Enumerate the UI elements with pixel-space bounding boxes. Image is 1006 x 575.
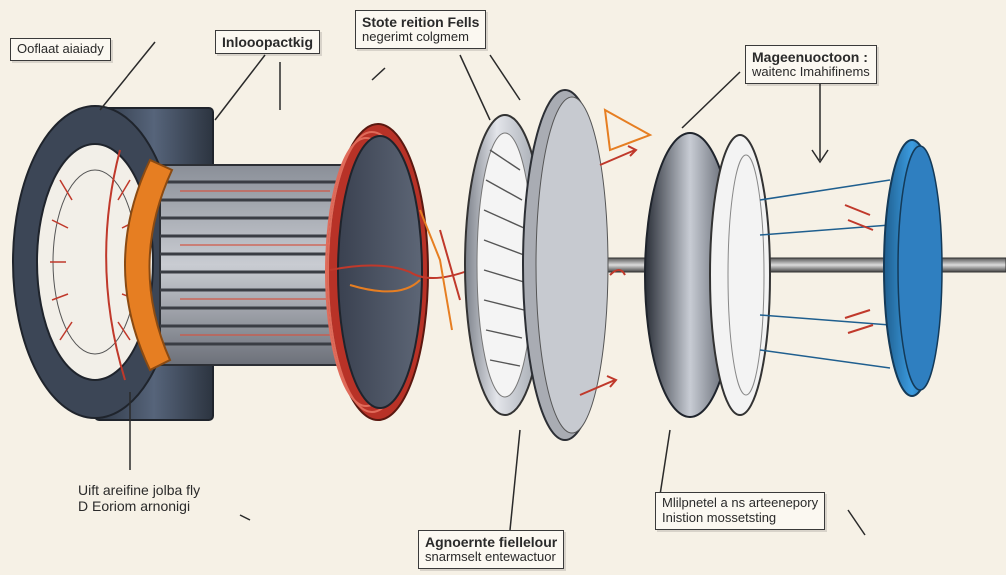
label-top-center: Stote reition Fells negerimt colgmem — [355, 10, 487, 50]
label-top-left-text: Ooflaat aiaiady — [17, 41, 104, 56]
label-top-left: Ooflaat aiaiady — [10, 38, 111, 61]
field-winding-arc — [124, 158, 174, 372]
label-top-right-line1: Mageenuoctoon : — [752, 49, 868, 65]
label-bottom-right-line2: Inistion mossetsting — [662, 509, 777, 525]
label-top-center-line2: negerimt colgmem — [362, 29, 469, 45]
stator-core — [159, 164, 351, 366]
blue-rotor-disc — [883, 139, 943, 397]
permanent-magnet-ring — [644, 132, 771, 418]
lead-wires — [329, 209, 471, 331]
orange-triangle-mark — [603, 108, 653, 152]
label-bottom-center: Agnoernte fiellelour snarmselt entewactu… — [418, 530, 565, 570]
flux-arrows — [579, 145, 638, 396]
label-top-center-line1: Stote reition Fells — [362, 14, 480, 30]
label-top-center-left: Inlooopactkig — [215, 30, 320, 55]
label-top-right-line2: waitenc Imahifinems — [752, 64, 870, 80]
label-top-right: Mageenuoctoon : waitenc Imahifinems — [745, 45, 877, 85]
label-bottom-center-line2: snarmselt entewactuor — [425, 549, 556, 565]
label-bottom-center-line1: Agnoernte fiellelour — [425, 534, 558, 550]
finned-rotor — [464, 89, 609, 441]
heat-dashes — [844, 204, 874, 334]
magnetic-field-lines — [759, 179, 891, 369]
label-bottom-left-line1: Uift areifine jolba fly — [78, 482, 201, 498]
label-bottom-left-line2: D Eoriom arnonigi — [78, 498, 191, 515]
label-bottom-right-line1: Mlilpnetel a ns arteenepory — [662, 495, 819, 510]
label-top-center-left-text: Inlooopactkig — [222, 34, 313, 50]
label-bottom-right: Mlilpnetel a ns arteenepory Inistion mos… — [655, 492, 826, 530]
label-bottom-left: Uift areifine jolba fly D Eoriom arnonig… — [78, 482, 200, 514]
copper-coil-disc — [325, 123, 429, 421]
leader-lines — [99, 41, 866, 536]
